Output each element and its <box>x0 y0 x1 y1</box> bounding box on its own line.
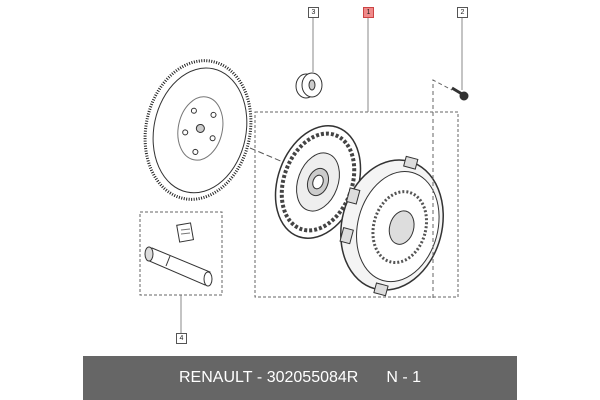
tool-box <box>139 211 223 296</box>
kit-box <box>254 111 459 298</box>
instruction-leaflet <box>176 222 195 243</box>
flywheel <box>143 59 253 201</box>
pressure-plate <box>339 155 444 297</box>
callout-4[interactable]: 4 <box>176 333 187 344</box>
centering-tool <box>144 246 213 287</box>
quantity: N - 1 <box>386 369 422 386</box>
brand: RENAULT <box>178 369 253 386</box>
clutch-disc <box>274 125 362 239</box>
clutch-kit-diagram <box>139 18 469 333</box>
callout-1[interactable]: 1 <box>363 7 374 18</box>
separator: - <box>252 369 267 386</box>
bearing-ring <box>295 72 323 99</box>
part-number: 302055084R <box>266 369 359 386</box>
callout-2[interactable]: 2 <box>457 7 468 18</box>
part-info-bar: RENAULT - 302055084R N - 1 <box>83 356 517 400</box>
callout-3[interactable]: 3 <box>308 7 319 18</box>
bolt <box>451 86 469 101</box>
